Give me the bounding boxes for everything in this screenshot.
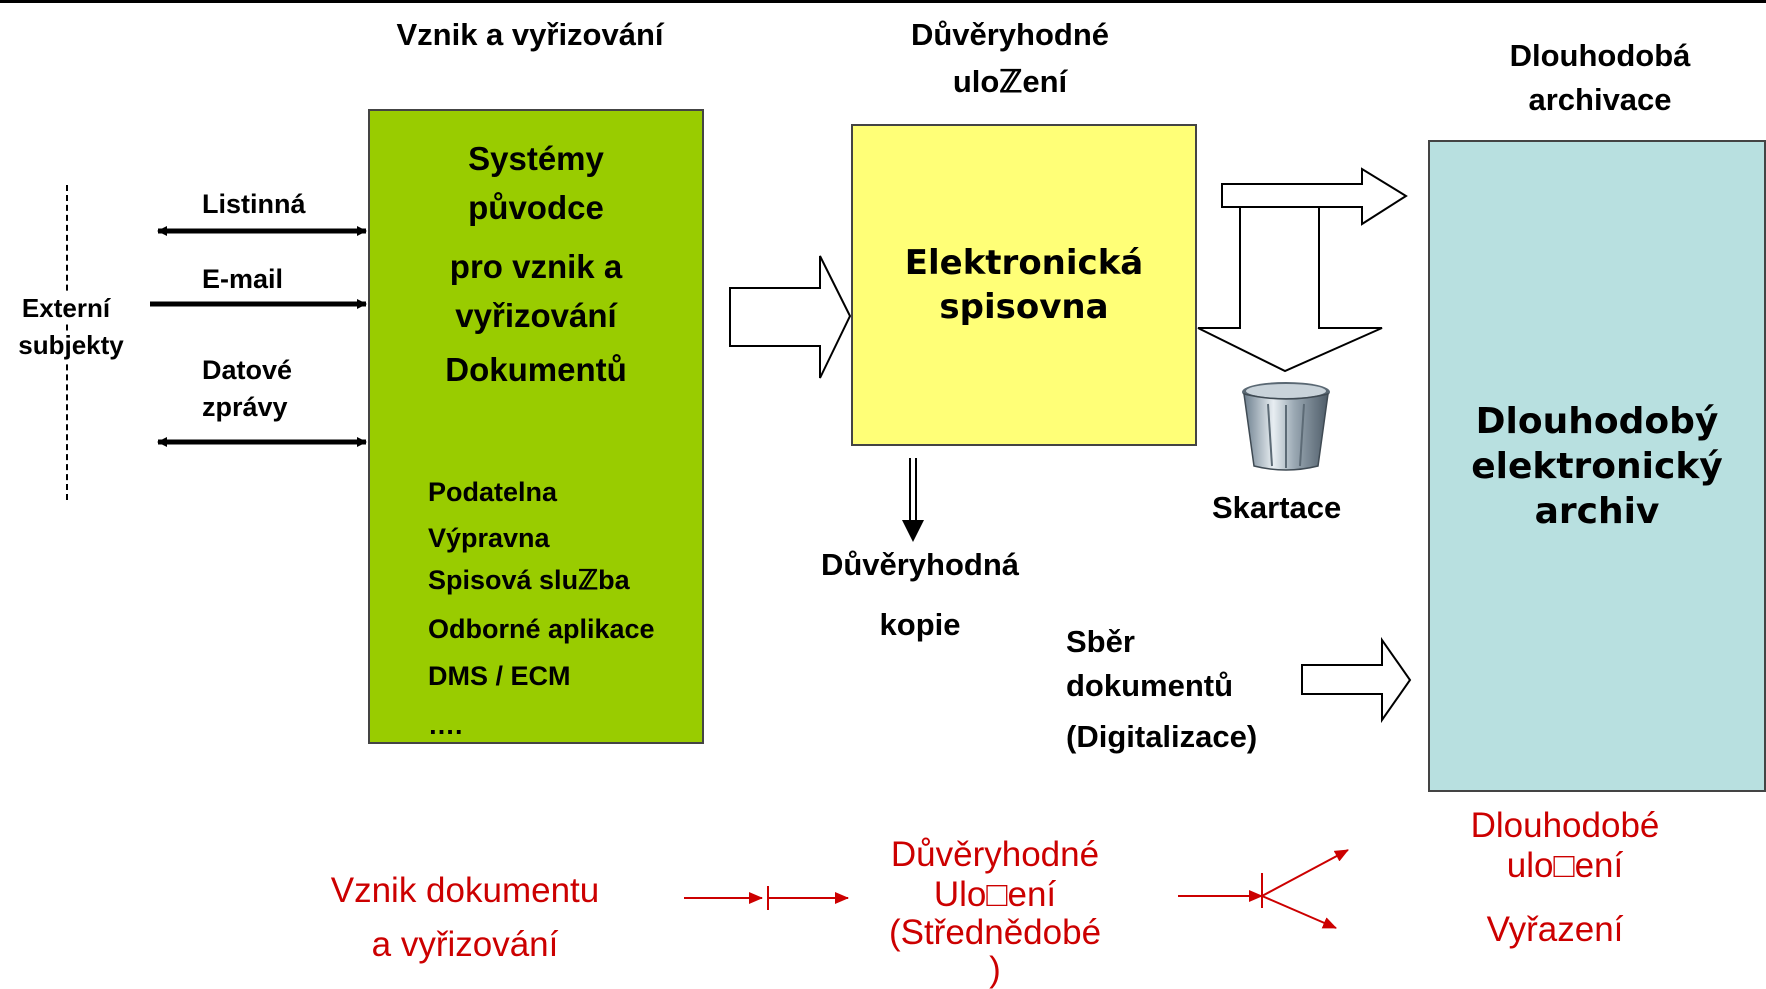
long-term-archive-box bbox=[1428, 140, 1766, 792]
green-title-2: původce bbox=[468, 189, 604, 226]
external-label-line1: Externí bbox=[4, 293, 128, 324]
top-border-line bbox=[0, 0, 1766, 3]
green-item-3: Spisová sluℤba bbox=[428, 565, 630, 595]
lifecycle-stage2-line3: (Střednědobé bbox=[888, 913, 1102, 952]
collection-line1: Sběr bbox=[1066, 624, 1135, 659]
shredding-arrow bbox=[1197, 206, 1383, 373]
shredding-label: Skartace bbox=[1212, 490, 1342, 525]
header-col2-line1: Důvěryhodné bbox=[910, 17, 1110, 52]
green-title-1: Systémy bbox=[468, 140, 604, 177]
lifecycle-stage2-line1: Důvěryhodné bbox=[890, 835, 1100, 874]
channel-listinna: Listinná bbox=[202, 189, 306, 219]
external-label-line2: subjekty bbox=[4, 330, 138, 361]
header-col3-line1: Dlouhodobá bbox=[1509, 38, 1691, 73]
lifecycle-branch-down bbox=[1261, 895, 1337, 929]
lifecycle-stage2-line2: Ulo□ení bbox=[933, 875, 1057, 914]
collection-arrow bbox=[1301, 636, 1412, 724]
green-title-5: Dokumentů bbox=[445, 351, 627, 388]
green-title-4: vyřizování bbox=[455, 297, 617, 334]
trash-can-icon bbox=[1242, 382, 1330, 471]
lifecycle-stage1-line1: Vznik dokumentu bbox=[330, 871, 600, 910]
channel-email: E-mail bbox=[202, 264, 284, 294]
lifecycle-stage3-line1: Dlouhodobé bbox=[1470, 806, 1660, 845]
collection-line3: (Digitalizace) bbox=[1066, 719, 1258, 754]
lifecycle-stage3-line2: ulo□ení bbox=[1506, 846, 1624, 885]
header-col3-line2: archivace bbox=[1528, 82, 1672, 117]
originator-systems-box bbox=[368, 109, 704, 744]
green-item-2: Výpravna bbox=[428, 523, 550, 553]
copy-arrow-head bbox=[902, 520, 924, 542]
lifecycle-stage1-line2: a vyřizování bbox=[371, 925, 559, 964]
green-item-1: Podatelna bbox=[428, 477, 558, 507]
lifecycle-branch-up bbox=[1261, 849, 1349, 897]
green-item-5: DMS / ECM bbox=[428, 661, 571, 691]
blue-line1: Dlouhodobý bbox=[1475, 401, 1719, 442]
channel-zpravy: zprávy bbox=[202, 392, 288, 422]
green-item-4: Odborné aplikace bbox=[428, 614, 655, 644]
header-col2-line2: uloℤení bbox=[952, 64, 1068, 99]
copy-line1: Důvěryhodná bbox=[820, 547, 1020, 582]
transfer-arrow bbox=[729, 255, 852, 379]
channel-datove: Datové bbox=[202, 355, 293, 385]
copy-line2: kopie bbox=[879, 607, 961, 642]
yellow-line2: spisovna bbox=[939, 287, 1109, 327]
blue-line2: elektronický bbox=[1471, 446, 1723, 487]
blue-line3: archiv bbox=[1534, 491, 1660, 532]
yellow-line1: Elektronická bbox=[904, 243, 1144, 283]
green-title-3: pro vznik a bbox=[449, 248, 623, 285]
header-col1: Vznik a vyřizování bbox=[396, 17, 664, 52]
electronic-records-box bbox=[851, 124, 1197, 446]
collection-line2: dokumentů bbox=[1066, 668, 1234, 703]
green-item-6: …. bbox=[428, 710, 463, 740]
lifecycle-stage2-line4: ) bbox=[989, 950, 1001, 989]
lifecycle-stage4: Vyřazení bbox=[1486, 910, 1624, 949]
